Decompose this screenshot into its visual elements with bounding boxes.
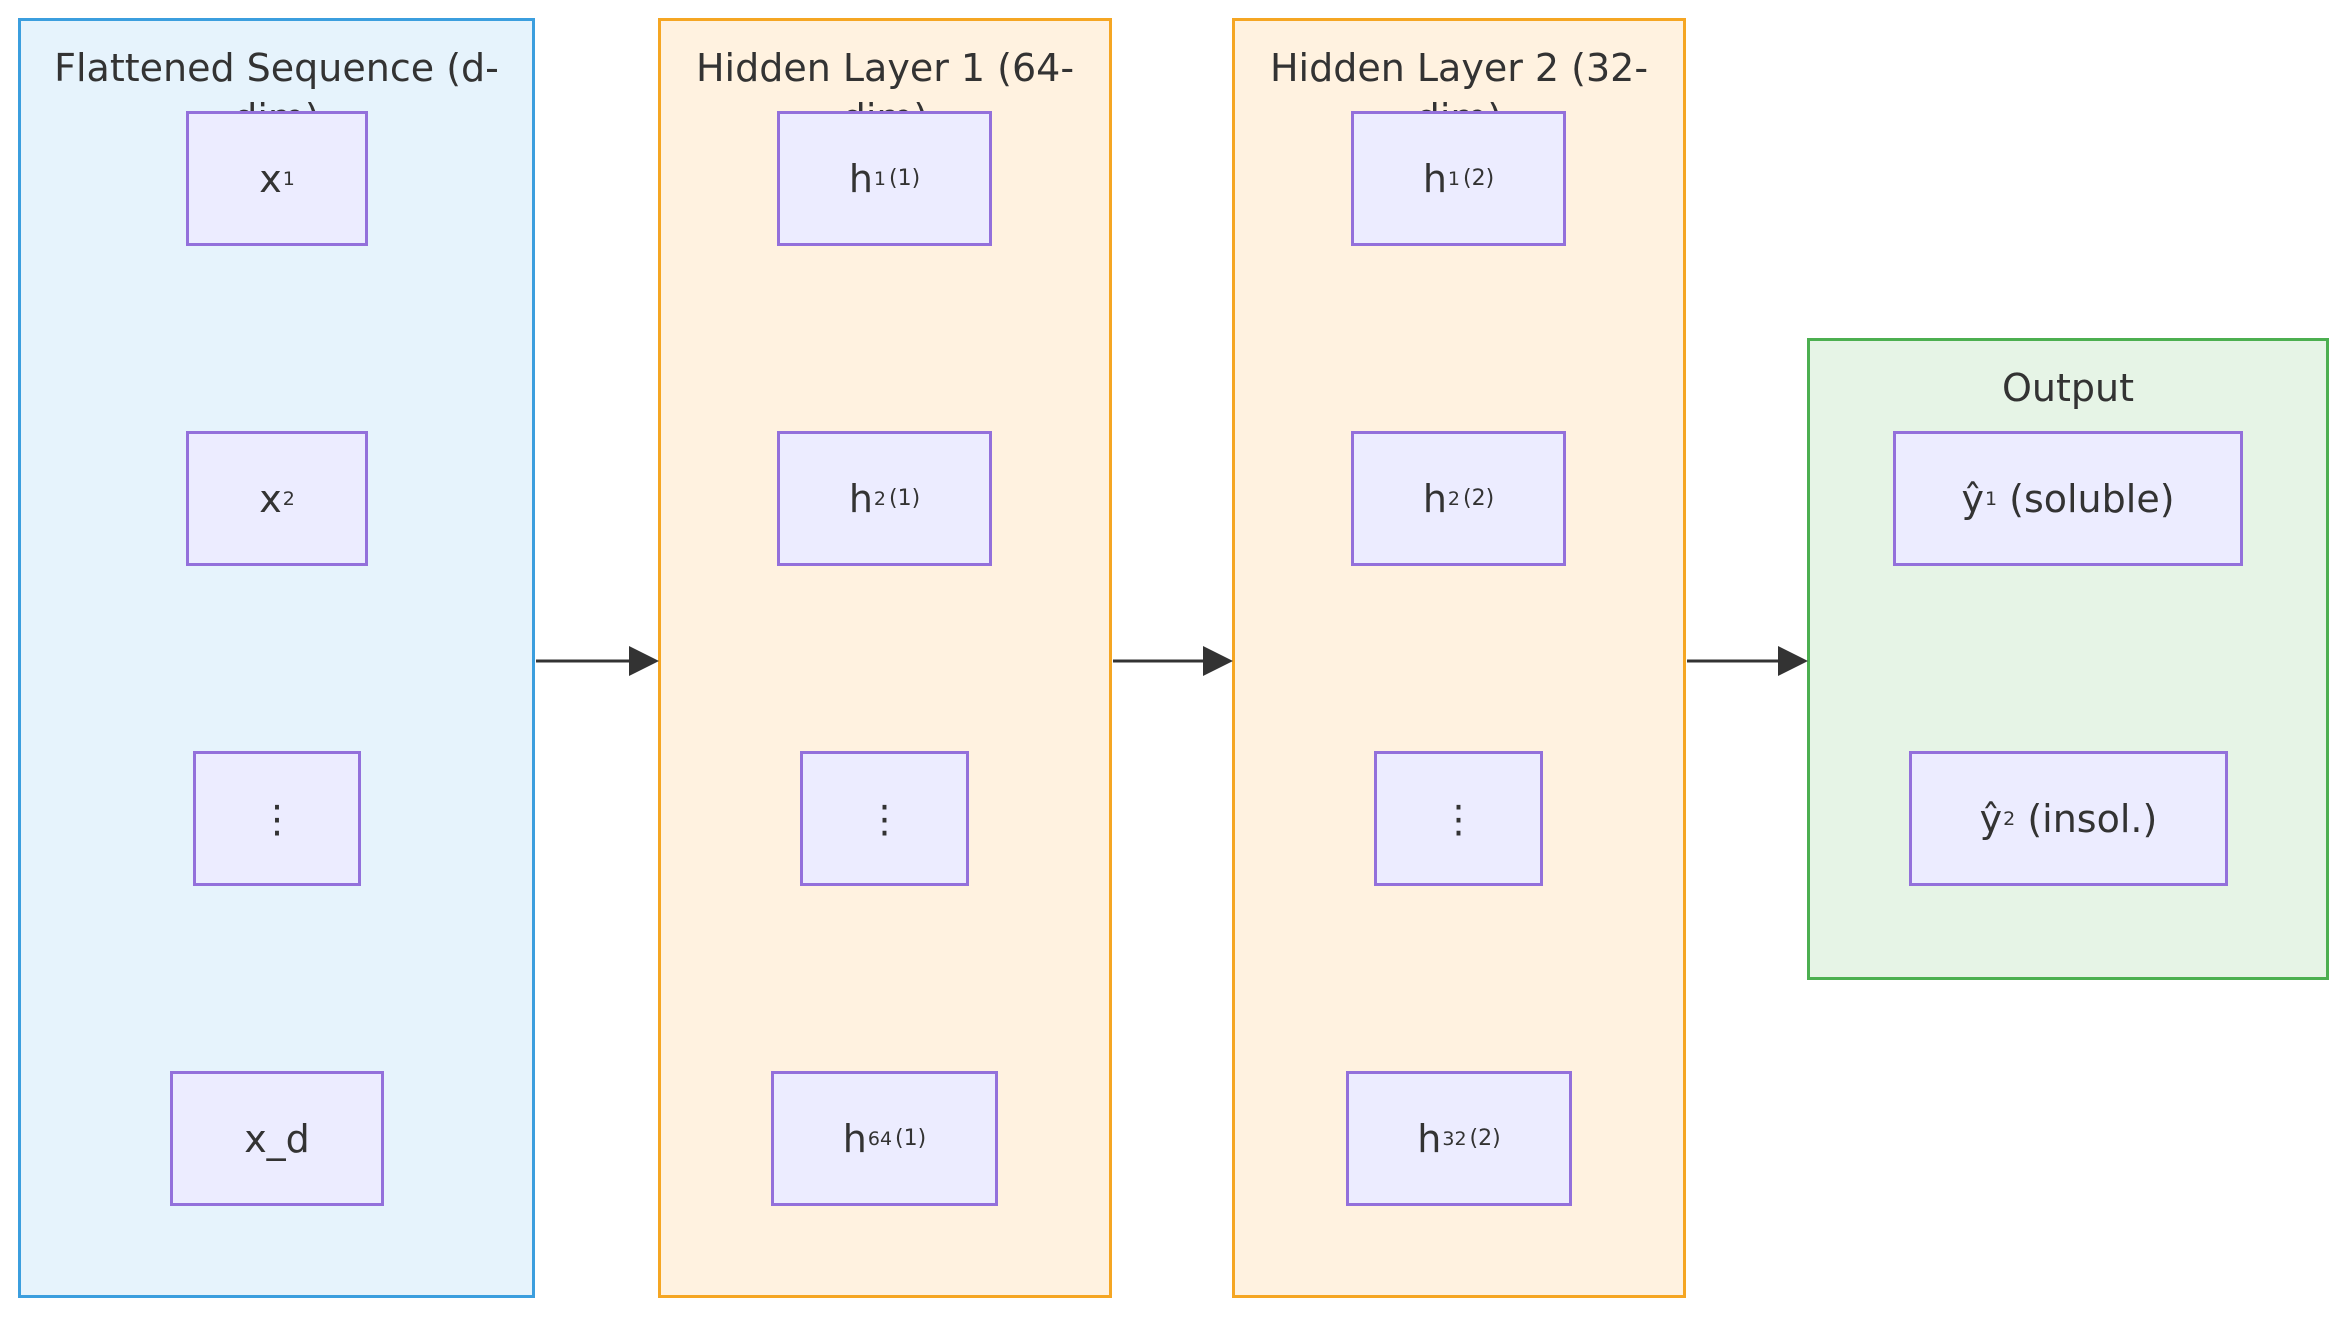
input-node-xd: x_d xyxy=(170,1071,384,1206)
output-layer-title: Output xyxy=(2002,366,2134,410)
hidden1-node-ellipsis: ⋮ xyxy=(800,751,969,886)
input-node-ellipsis: ⋮ xyxy=(193,751,361,886)
hidden2-node-ellipsis: ⋮ xyxy=(1374,751,1543,886)
